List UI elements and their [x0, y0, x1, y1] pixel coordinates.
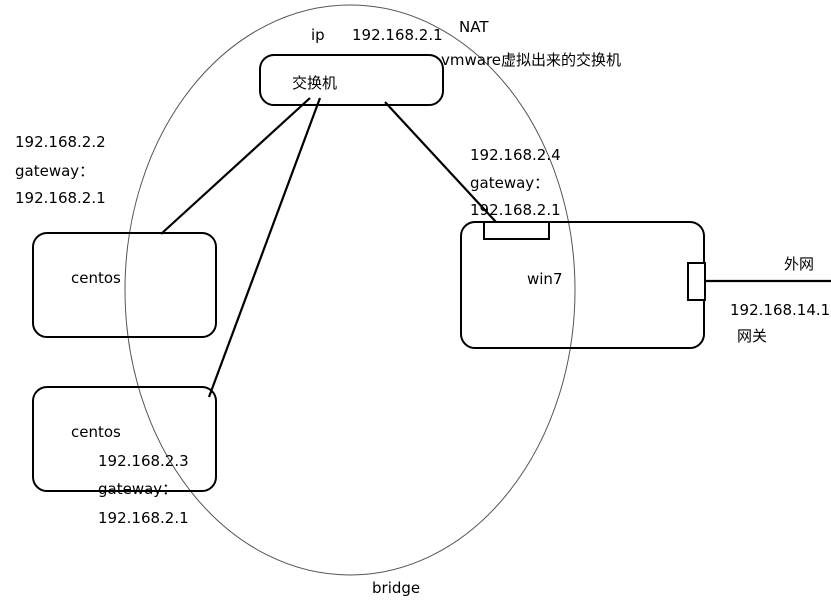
link-switch-centos2: [207, 97, 322, 398]
centos1-gateway-label: gateway：: [15, 162, 95, 180]
switch-box: [259, 54, 444, 106]
switch-label: 交换机: [292, 74, 338, 92]
switch-ip-prefix: ip: [311, 26, 325, 44]
centos1-gateway: 192.168.2.1: [15, 189, 106, 207]
win7-gateway: 192.168.2.1: [470, 201, 561, 219]
bridge-ellipse: [124, 4, 576, 576]
switch-note: vmware虚拟出来的交换机: [441, 51, 622, 69]
external-ip: 192.168.14.1: [730, 301, 831, 319]
centos2-ip: 192.168.2.3: [98, 452, 189, 470]
link-switch-centos1: [160, 97, 311, 235]
centos2-box: [32, 386, 217, 492]
centos2-gateway: 192.168.2.1: [98, 509, 189, 527]
centos1-label: centos: [71, 269, 121, 287]
win7-adapter-top: [483, 221, 550, 240]
external-gateway-label: 网关: [737, 327, 768, 345]
win7-gateway-label: gateway：: [470, 174, 550, 192]
switch-mode: NAT: [459, 18, 489, 36]
link-switch-win7: [384, 101, 497, 223]
win7-box: [460, 221, 705, 349]
centos1-box: [32, 232, 217, 338]
switch-ip: 192.168.2.1: [352, 26, 443, 44]
win7-adapter-right: [687, 262, 706, 301]
win7-ip: 192.168.2.4: [470, 146, 561, 164]
external-label: 外网: [784, 255, 815, 273]
win7-label: win7: [527, 270, 563, 288]
centos2-gateway-label: gateway：: [98, 480, 178, 498]
centos2-label: centos: [71, 423, 121, 441]
centos1-ip: 192.168.2.2: [15, 133, 106, 151]
bridge-label: bridge: [372, 579, 421, 597]
